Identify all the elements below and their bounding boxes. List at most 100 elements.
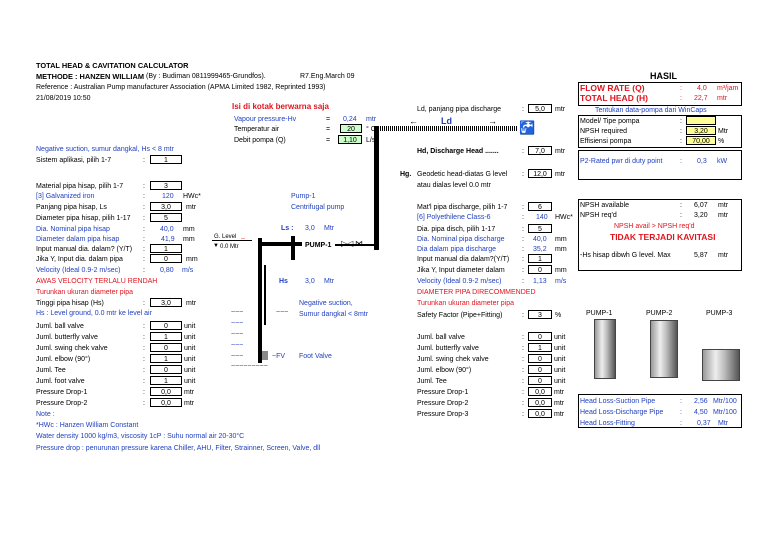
fitting-input[interactable]: 1	[150, 376, 182, 385]
ld-arrow-left-icon: ←	[409, 116, 418, 126]
water-wave-icon: ~~~	[231, 342, 244, 349]
disch-dia-input[interactable]: 5	[528, 224, 552, 233]
system-app-input[interactable]: 1	[150, 155, 182, 164]
disch-manual-input[interactable]: 1	[528, 254, 552, 263]
total-head-colon: :	[680, 95, 682, 102]
fitting-input[interactable]: 0,0	[150, 387, 182, 396]
fitting-label: Pressure Drop-1	[417, 389, 469, 396]
foot-valve-icon	[262, 351, 268, 360]
hg-colon: :	[522, 171, 524, 178]
poly-label: [6] Polyethilene Class-6	[417, 214, 491, 221]
pump1-image-label: PUMP-1	[586, 310, 613, 317]
fitting-label: Juml. elbow (90°)	[36, 356, 91, 363]
discharge-line	[335, 244, 375, 246]
version-label: R7.Eng.March 09	[300, 73, 355, 80]
efficiency-label: Effisiensi pompa	[580, 138, 632, 145]
suction-manual-input[interactable]: 1	[150, 244, 182, 253]
suction-inner-colon: :	[143, 236, 145, 243]
disch-velocity-colon: :	[522, 278, 524, 285]
fitting-input[interactable]: 0	[150, 343, 182, 352]
suction-length-input[interactable]: 3,0	[150, 202, 182, 211]
temp-input[interactable]: 20	[340, 124, 362, 133]
model-input[interactable]	[686, 116, 716, 125]
fitting-input[interactable]: 0,0	[528, 409, 552, 418]
g-level-label: G. Level	[214, 234, 237, 240]
suction-manual-colon: :	[143, 246, 145, 253]
ld-colon: :	[522, 106, 524, 113]
suction-manual-y-input[interactable]: 0	[150, 254, 182, 263]
suction-material-input[interactable]: 3	[150, 181, 182, 190]
suction-velocity-label: Velocity (Ideal 0.9-2 m/sec)	[36, 267, 121, 274]
suction-velocity-unit: m/s	[182, 267, 194, 274]
suction-inner-label: Diameter dalam pipa hisap	[36, 236, 120, 243]
diameter-recommended: DIAMETER PIPA DIRECOMMENDED	[417, 289, 536, 296]
npsh-available-label: NPSH available	[580, 202, 630, 209]
loss-suction-label: Head Loss-Suction Pipe	[580, 398, 656, 405]
pump3-image	[702, 349, 740, 381]
fitting-input[interactable]: 1	[150, 354, 182, 363]
npsh-required-input[interactable]: 3,20	[686, 126, 716, 135]
fitting-input[interactable]: 0,0	[528, 387, 552, 396]
suction-pipe-horizontal	[258, 242, 302, 246]
fitting-label: Juml. ball valve	[417, 334, 465, 341]
reduce-diameter-warning: Turunkan ukuran diameter pipa	[36, 289, 134, 296]
safety-input[interactable]: 3	[528, 310, 552, 319]
diagram-hs-label: Hs	[279, 278, 288, 285]
hd-colon: :	[522, 148, 524, 155]
fitting-input[interactable]: 0	[150, 321, 182, 330]
fitting-input[interactable]: 1	[150, 332, 182, 341]
npsh-reqd-value: 3,20	[694, 212, 708, 219]
suction-nominal-value: 40,0	[160, 226, 174, 233]
hg-input[interactable]: 12,0	[528, 169, 552, 178]
hd-label: Hd, Discharge Head .......	[417, 148, 499, 155]
npsh-required-unit: Mtr	[718, 128, 729, 135]
diagram-hs-unit: Mtr	[324, 278, 335, 285]
disch-manual-y-colon: :	[522, 267, 524, 274]
loss-fitting-colon: :	[680, 420, 682, 427]
disch-manual-y-input[interactable]: 0	[528, 265, 552, 274]
p2-label: P2-Rated pwr di duty point	[580, 158, 663, 165]
disch-material-label: Mat'l pipa discharge, pilih 1-7	[417, 204, 508, 211]
fitting-unit: unit	[184, 334, 196, 341]
fitting-unit: mtr	[554, 400, 565, 407]
total-head-unit: mtr	[717, 95, 728, 102]
method-label: METHODE : HANZEN WILLIAM	[36, 72, 144, 81]
loss-discharge-colon: :	[680, 409, 682, 416]
hs-max-label: -Hs hisap dibwh G level. Max	[580, 252, 671, 259]
loss-suction-value: 2,56	[694, 398, 708, 405]
efficiency-input[interactable]: 70,00	[686, 136, 716, 145]
total-head-value: 22,7	[694, 95, 708, 102]
fitting-colon: :	[522, 411, 524, 418]
suction-diameter-colon: :	[143, 215, 145, 222]
disch-manual-colon: :	[522, 256, 524, 263]
model-colon: :	[680, 118, 682, 125]
disch-inner-unit: mm	[555, 246, 567, 253]
fitting-input[interactable]: 1	[528, 343, 552, 352]
fitting-label: Juml. Tee	[417, 378, 447, 385]
flow-input[interactable]: 1,10	[338, 135, 362, 144]
fitting-input[interactable]: 0	[528, 365, 552, 374]
suction-diameter-input[interactable]: 5	[150, 213, 182, 222]
total-head-label: TOTAL HEAD (H)	[580, 93, 648, 103]
ld-input[interactable]: 5,0	[528, 104, 552, 113]
disch-material-input[interactable]: 6	[528, 202, 552, 211]
suction-height-input[interactable]: 3,0	[150, 298, 182, 307]
fitting-input[interactable]: 0	[528, 376, 552, 385]
fitting-input[interactable]: 0,0	[528, 398, 552, 407]
loss-fitting-value: 0,37	[697, 420, 711, 427]
g-level-line	[212, 240, 252, 241]
fitting-input[interactable]: 0	[528, 354, 552, 363]
p2-colon: :	[680, 158, 682, 165]
faucet-icon: 🚰	[519, 120, 536, 135]
diagram-sumur-label: Sumur dangkal < 8mtr	[299, 311, 369, 318]
fitting-input[interactable]: 0	[150, 365, 182, 374]
fitting-unit: unit	[184, 323, 196, 330]
fitting-input[interactable]: 0,0	[150, 398, 182, 407]
fitting-input[interactable]: 0	[528, 332, 552, 341]
fitting-unit: unit	[554, 367, 566, 374]
hs-max-unit: mtr	[718, 252, 729, 259]
hd-unit: mtr	[555, 148, 566, 155]
fitting-label: Juml. swing chek valve	[417, 356, 489, 363]
disch-velocity-label: Velocity (Ideal 0.9-2 m/sec)	[417, 278, 502, 285]
suction-manual-y-unit: mm	[186, 256, 198, 263]
